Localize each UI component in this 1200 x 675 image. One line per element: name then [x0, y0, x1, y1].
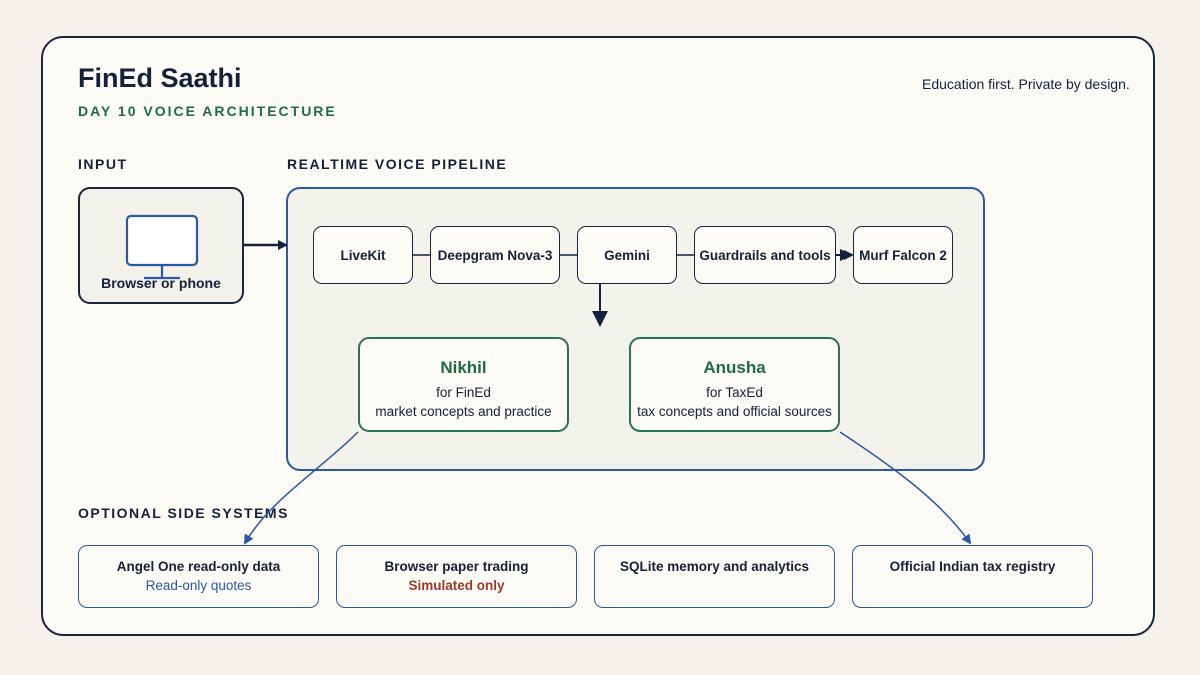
stage-guardrails: Guardrails and tools — [694, 226, 836, 284]
stage-murf: Murf Falcon 2 — [853, 226, 953, 284]
persona-description: tax concepts and official sources — [637, 404, 832, 419]
persona-domain: for TaxEd — [706, 385, 763, 400]
section-label-input: INPUT — [78, 156, 128, 172]
side-tax-registry: Official Indian tax registry — [852, 545, 1093, 608]
input-node: Browser or phone — [78, 187, 244, 304]
stage-deepgram: Deepgram Nova-3 — [430, 226, 560, 284]
side-angel-one: Angel One read-only data Read-only quote… — [78, 545, 319, 608]
side-system-name: Official Indian tax registry — [889, 559, 1056, 574]
side-system-note: Read-only quotes — [145, 578, 252, 593]
side-system-note: Simulated only — [408, 578, 505, 593]
side-system-name: SQLite memory and analytics — [619, 559, 810, 574]
side-system-name: Angel One read-only data — [116, 559, 281, 574]
side-sqlite: SQLite memory and analytics — [594, 545, 835, 608]
persona-anusha: Anusha for TaxEd tax concepts and offici… — [629, 337, 840, 432]
persona-name: Nikhil — [440, 358, 487, 377]
section-label-pipeline: REALTIME VOICE PIPELINE — [287, 156, 508, 172]
stage-gemini: Gemini — [577, 226, 677, 284]
persona-name: Anusha — [703, 358, 766, 377]
persona-nikhil: Nikhil for FinEd market concepts and pra… — [358, 337, 569, 432]
persona-domain: for FinEd — [436, 385, 491, 400]
side-system-name: Browser paper trading — [384, 559, 529, 574]
tagline: Education first. Private by design. — [922, 76, 1130, 92]
monitor-icon — [125, 214, 199, 280]
section-label-side: OPTIONAL SIDE SYSTEMS — [78, 505, 289, 521]
stage-livekit: LiveKit — [313, 226, 413, 284]
side-paper-trading: Browser paper trading Simulated only — [336, 545, 577, 608]
persona-description: market concepts and practice — [375, 404, 552, 419]
page-title: FinEd Saathi — [78, 63, 242, 93]
page-subtitle: DAY 10 VOICE ARCHITECTURE — [78, 103, 337, 119]
input-label: Browser or phone — [101, 275, 221, 291]
